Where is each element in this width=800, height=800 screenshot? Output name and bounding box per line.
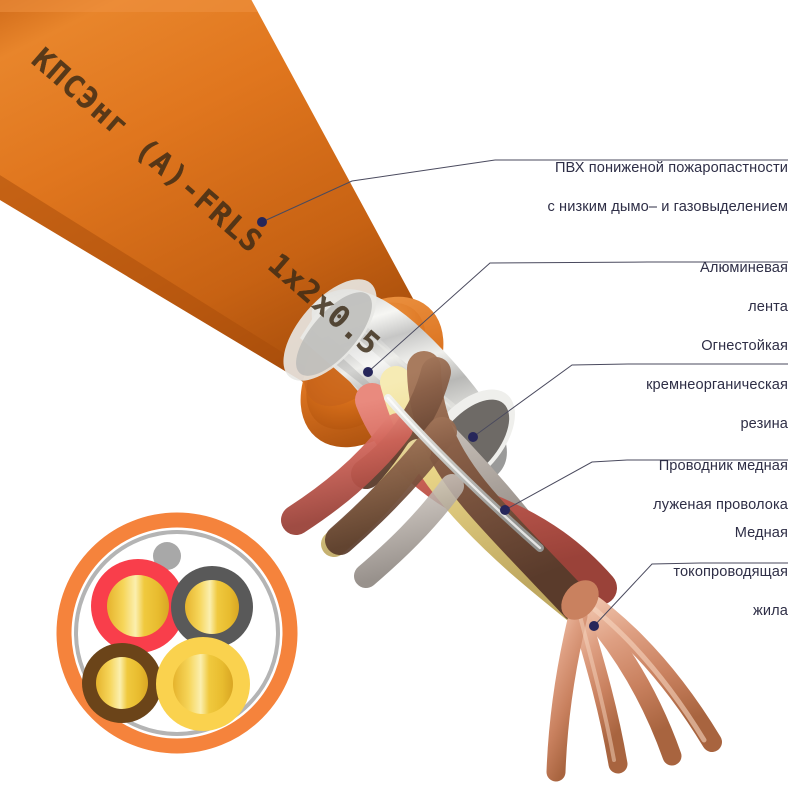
xsec-core-yellow <box>156 637 250 731</box>
xsec-core-gray <box>171 566 253 648</box>
pvc-jacket-label-line1: ПВХ пониженой пожаропастности <box>554 160 788 177</box>
tinned-copper-drain-label-line1: Проводник медная <box>658 458 788 475</box>
aluminium-tape-label-line2: лента <box>748 299 788 316</box>
pvc-jacket-label-line2: с низким дымо– и газовыделением <box>547 199 788 216</box>
aluminium-tape-label: Алюминевая лента <box>578 240 788 337</box>
aluminium-tape-label-line1: Алюминевая <box>700 260 788 277</box>
copper-conductor-label-line3: жила <box>753 603 788 620</box>
cross-section-svg <box>56 512 298 754</box>
insulated-cores <box>281 351 617 626</box>
copper-conductor-label-line2: токопроводящая <box>673 564 788 581</box>
tinned-copper-drain-label: Проводник медная луженая проволока <box>568 438 788 535</box>
xsec-core-red <box>91 559 185 653</box>
pvc-jacket-label: ПВХ пониженой пожаропастности с низким д… <box>488 140 788 237</box>
silicone-rubber-label-line2: кремнеорганическая <box>646 377 788 394</box>
xsec-jacket-ring <box>56 512 298 754</box>
cross-section-panel <box>52 508 302 758</box>
copper-conductor-label-line1: Медная <box>734 525 788 542</box>
copper-conductor-label: Медная токопроводящая жила <box>588 505 788 641</box>
tinned-drain-wire <box>384 394 544 552</box>
silicone-rubber-label-line1: Огнестойкая <box>701 338 788 355</box>
tinned-copper-drain-label-line2: луженая проволока <box>653 497 788 514</box>
silicone-rubber-label-line3: резина <box>740 416 788 433</box>
xsec-drain-wire <box>153 542 181 570</box>
silicone-rubber-label: Огнестойкая кремнеорганическая резина <box>558 318 788 454</box>
xsec-core-brown <box>82 643 162 723</box>
